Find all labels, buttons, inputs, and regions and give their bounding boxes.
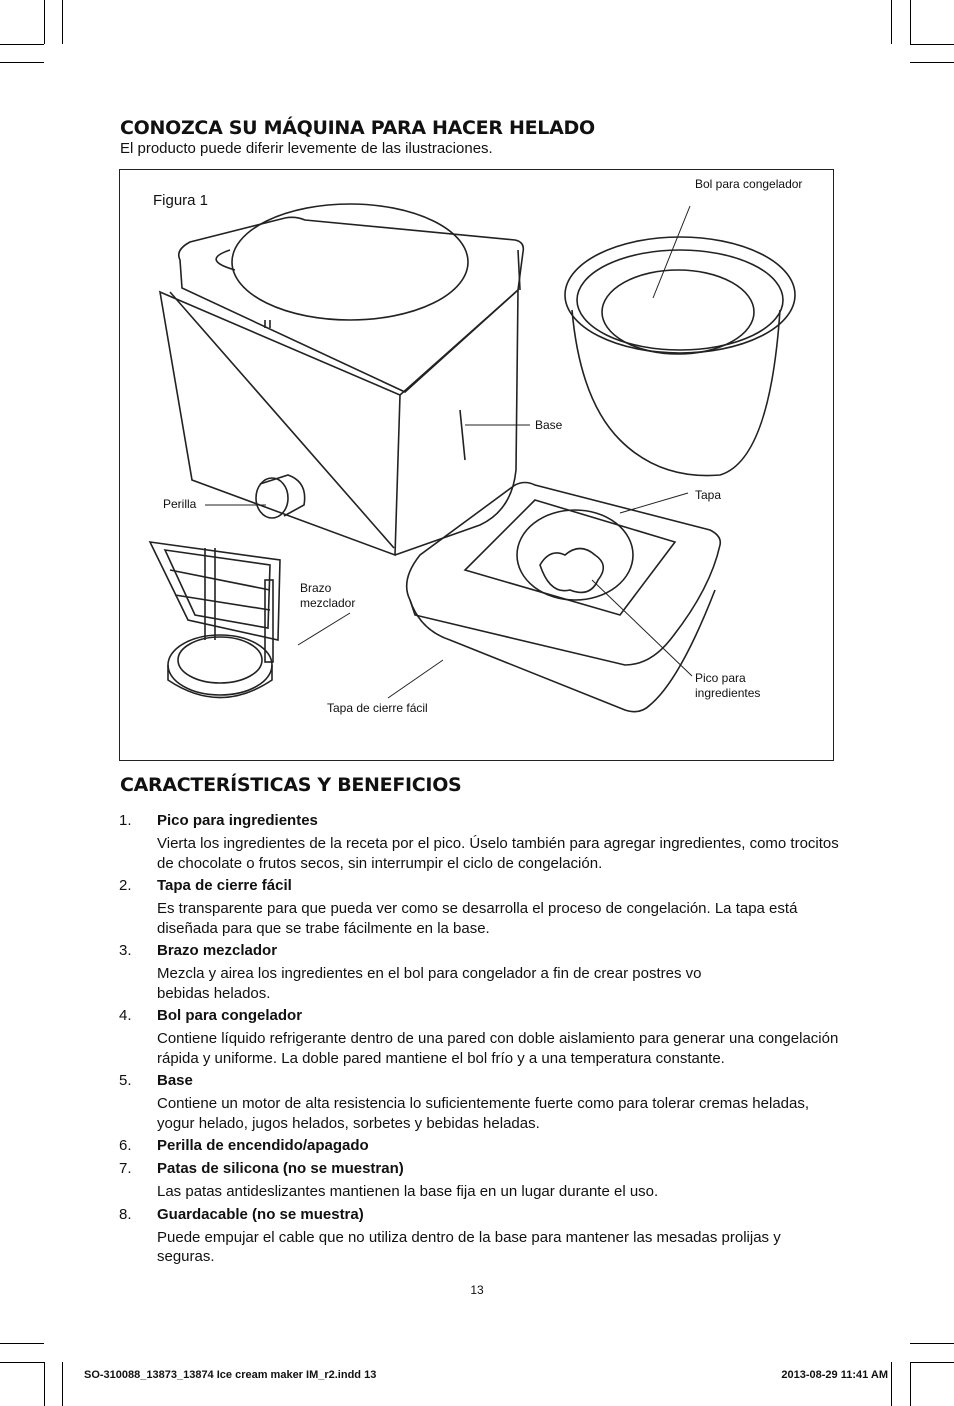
crop-mark bbox=[0, 1343, 44, 1344]
label-base: Base bbox=[535, 418, 563, 432]
label-mixing-arm: Brazo mezclador bbox=[300, 581, 355, 611]
label-mixing-arm-line1: Brazo bbox=[300, 581, 332, 595]
item-number: 6. bbox=[119, 1137, 132, 1154]
label-freezer-bowl: Bol para congelador bbox=[695, 177, 803, 191]
crop-mark bbox=[910, 1343, 954, 1344]
crop-mark bbox=[910, 1362, 954, 1363]
footer-filename: SO-310088_13873_13874 Ice cream maker IM… bbox=[84, 1369, 377, 1381]
ice-cream-maker-illustration bbox=[148, 203, 796, 713]
list-item: 3. Brazo mezclador Mezcla y airea los ing… bbox=[119, 941, 839, 1003]
crop-mark bbox=[62, 1362, 63, 1406]
lid-drawing bbox=[405, 481, 722, 713]
item-description: Puede empujar el cable que no utiliza de… bbox=[157, 1228, 781, 1266]
item-number: 2. bbox=[119, 877, 132, 894]
item-number: 8. bbox=[119, 1205, 132, 1223]
crop-mark bbox=[910, 1362, 911, 1406]
list-item: 7. Patas de silicona (no se muestran) Las… bbox=[119, 1159, 839, 1202]
label-easy-lid: Tapa de cierre fácil bbox=[327, 701, 428, 715]
page-title: CONOZCA SU MÁQUINA PARA HACER HELADO bbox=[120, 117, 595, 139]
item-description: Vierta los ingredientes de la receta por… bbox=[157, 835, 839, 872]
crop-mark bbox=[910, 62, 954, 63]
item-title: Pico para ingredientes bbox=[157, 812, 318, 829]
item-description: Contiene un motor de alta resistencia lo… bbox=[157, 1095, 810, 1132]
freezer-bowl-drawing bbox=[564, 236, 796, 477]
leader-lines bbox=[205, 205, 693, 699]
page-number: 13 bbox=[470, 1283, 484, 1297]
crop-mark bbox=[910, 0, 911, 44]
crop-mark bbox=[910, 44, 954, 45]
item-number: 1. bbox=[119, 812, 132, 829]
crop-mark bbox=[0, 1362, 44, 1363]
page-subtitle: El producto puede diferir levemente de l… bbox=[120, 140, 493, 157]
item-number: 3. bbox=[119, 942, 132, 959]
list-item: 2. Tapa de cierre fácil Es transparente p… bbox=[119, 876, 839, 938]
item-title: Perilla de encendido/apagado bbox=[157, 1137, 369, 1154]
footer-timestamp: 2013-08-29 11:41 AM bbox=[781, 1369, 888, 1381]
label-spout: Pico para ingredientes bbox=[695, 671, 760, 701]
item-number: 5. bbox=[119, 1072, 132, 1089]
item-title: Patas de silicona (no se muestran) bbox=[157, 1160, 404, 1177]
features-list: 1. Pico para ingredientes Vierta los ingr… bbox=[119, 808, 839, 1267]
item-title: Guardacable (no se muestra) bbox=[157, 1205, 364, 1223]
list-item: 6. Perilla de encendido/apagado bbox=[119, 1136, 839, 1156]
item-title: Tapa de cierre fácil bbox=[157, 877, 292, 894]
base-unit-drawing bbox=[158, 203, 525, 557]
item-description: Las patas antideslizantes mantienen la b… bbox=[157, 1183, 659, 1200]
crop-mark bbox=[891, 0, 892, 44]
crop-mark bbox=[62, 0, 63, 44]
item-description: Contiene líquido refrigerante dentro de … bbox=[157, 1030, 839, 1067]
crop-mark bbox=[0, 44, 44, 45]
list-item: 4. Bol para congelador Contiene líquido r… bbox=[119, 1006, 839, 1068]
figure-title: Figura 1 bbox=[153, 192, 209, 209]
features-title: CARACTERÍSTICAS Y BENEFICIOS bbox=[120, 774, 462, 796]
item-title: Base bbox=[157, 1072, 193, 1089]
label-knob: Perilla bbox=[163, 497, 197, 511]
item-number: 7. bbox=[119, 1160, 132, 1177]
crop-mark bbox=[44, 1362, 45, 1406]
knob-drawing bbox=[255, 474, 306, 519]
label-spout-line2: ingredientes bbox=[695, 686, 761, 700]
label-mixing-arm-line2: mezclador bbox=[300, 596, 356, 610]
list-item: 8. Guardacable (no se muestra) Puede empu… bbox=[119, 1205, 839, 1267]
crop-mark bbox=[0, 62, 44, 63]
label-lid: Tapa bbox=[695, 488, 722, 502]
list-item: 5. Base Contiene un motor de alta resiste… bbox=[119, 1071, 839, 1133]
label-spout-line1: Pico para bbox=[695, 671, 746, 685]
item-title: Brazo mezclador bbox=[157, 942, 278, 959]
item-description: Es transparente para que pueda ver como … bbox=[157, 900, 798, 937]
item-number: 4. bbox=[119, 1007, 132, 1024]
crop-mark bbox=[891, 1362, 892, 1406]
item-title: Bol para congelador bbox=[157, 1007, 303, 1024]
mixing-arm-drawing bbox=[148, 541, 281, 699]
crop-mark bbox=[44, 0, 45, 44]
item-description: Mezcla y airea los ingredientes en el bo… bbox=[157, 965, 702, 1002]
figure-1: Figura 1 Bol para congelador Base Perill… bbox=[119, 169, 834, 761]
list-item: 1. Pico para ingredientes Vierta los ingr… bbox=[119, 811, 839, 873]
